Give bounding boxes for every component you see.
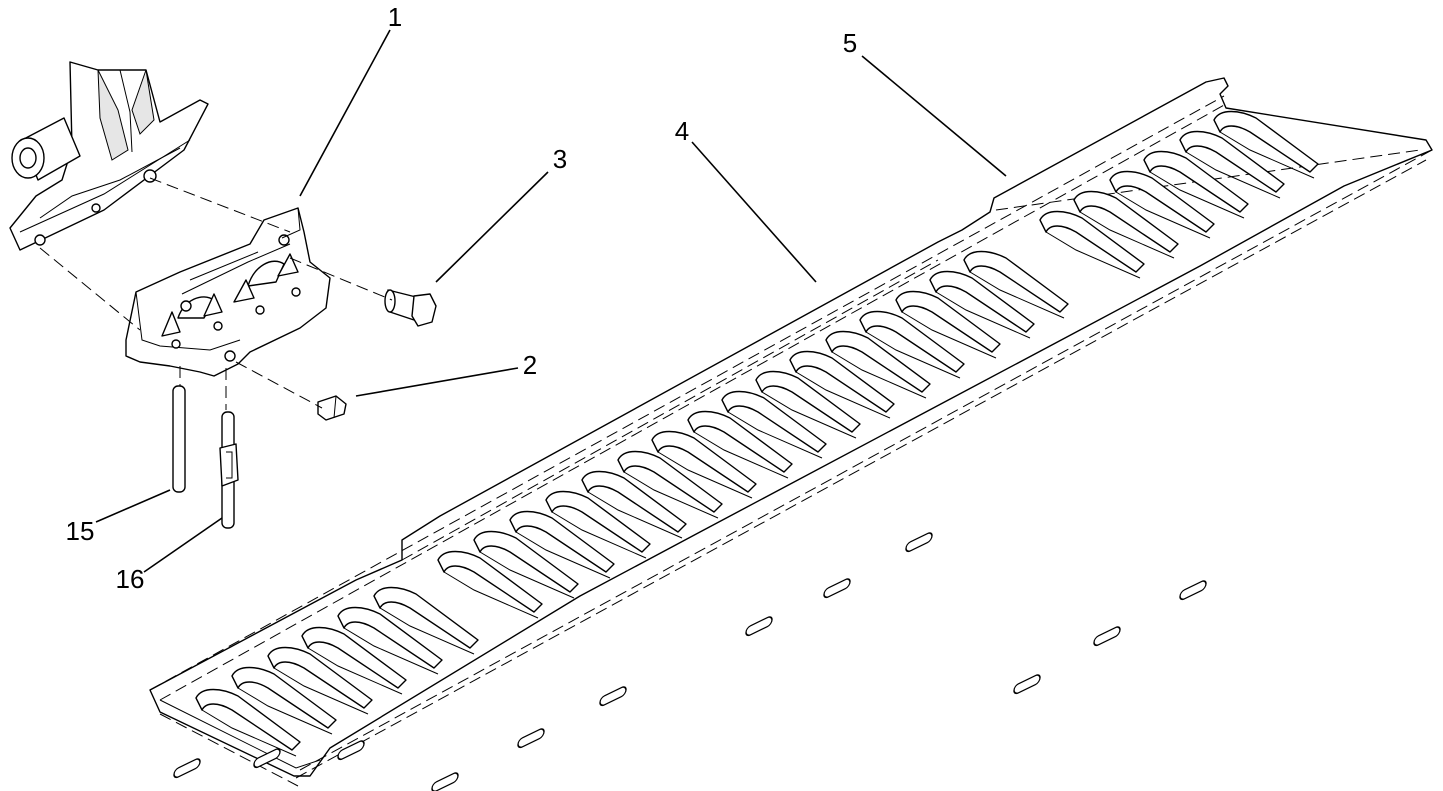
alignment-lines	[39, 177, 393, 410]
mount-bracket	[9, 61, 209, 251]
callout-2: 2	[523, 350, 537, 380]
callout-1: 1	[388, 2, 402, 32]
callouts: 1 2 3 4 5 15 16	[66, 2, 858, 594]
tine-plate-assembly	[149, 77, 1433, 791]
bolt	[384, 289, 437, 327]
callout-3: 3	[553, 144, 567, 174]
callout-16: 16	[116, 564, 145, 594]
tine-holder	[125, 207, 331, 377]
callout-4: 4	[675, 116, 689, 146]
screw	[317, 395, 347, 421]
bracket-roller	[11, 117, 81, 181]
pin-with-clip	[219, 411, 239, 529]
leader-lines	[95, 29, 1007, 573]
callout-15: 15	[66, 516, 95, 546]
callout-5: 5	[843, 28, 857, 58]
pin-plain	[172, 385, 186, 493]
